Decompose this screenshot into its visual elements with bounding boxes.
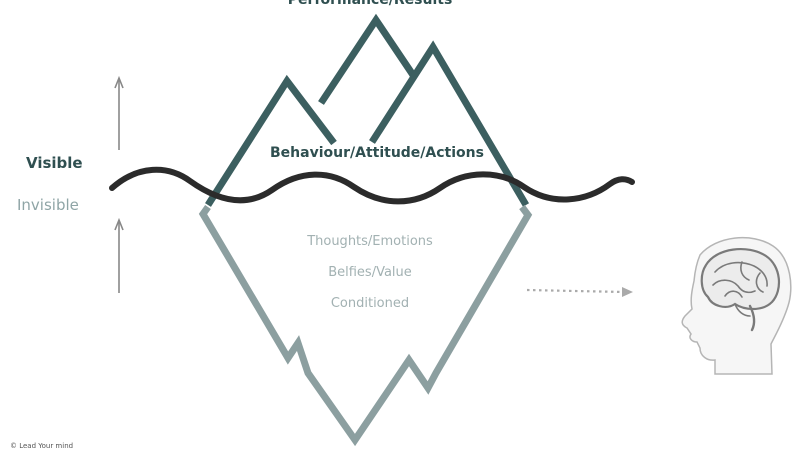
belfies-value-label: Belfies/Value — [328, 265, 412, 280]
brain-shape — [700, 248, 780, 311]
center-peak — [318, 13, 418, 105]
mountain-peaks — [205, 13, 530, 207]
conditioned-label: Conditioned — [330, 296, 410, 311]
visible-up-arrow-icon — [114, 75, 124, 150]
behaviour-attitude-actions-label: Behaviour/Attitude/Actions — [270, 145, 484, 161]
underwater-outline — [198, 204, 533, 447]
invisible-label: Invisible — [17, 196, 79, 214]
dotted-arrow-icon — [526, 287, 633, 297]
water-line-wave — [109, 166, 635, 205]
brain-folds — [712, 261, 768, 317]
performance-results-label: Performance/Results — [287, 0, 453, 8]
brain-stem — [748, 304, 756, 332]
invisible-up-arrow-icon — [114, 217, 124, 293]
underwater-iceberg — [198, 204, 533, 447]
right-peak — [369, 40, 530, 207]
left-peak — [205, 74, 337, 207]
thoughts-emotions-label: Thoughts/Emotions — [307, 234, 433, 249]
copyright-notice: © Lead Your mind — [10, 442, 74, 450]
visible-label: Visible — [26, 154, 83, 172]
head-with-brain-icon — [681, 236, 792, 375]
